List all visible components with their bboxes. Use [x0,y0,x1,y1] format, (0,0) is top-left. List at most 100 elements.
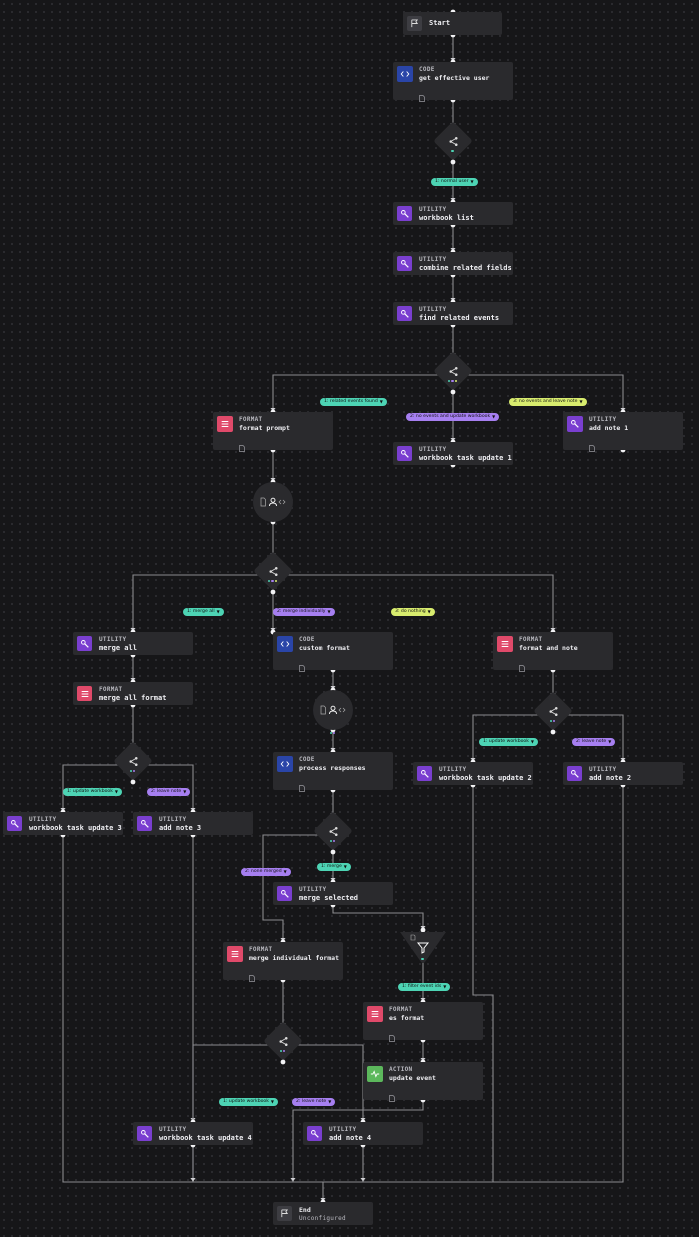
branch-status-dots [421,958,424,961]
branch-text: 1: filter event ids [402,984,442,989]
branch-status-dots [451,150,454,153]
branch-label[interactable]: 1: filter event ids▼ [398,983,451,991]
node-type: UTILITY [159,1126,187,1133]
branch-text: 3: no events and leave note [513,399,578,404]
branch-label[interactable]: 1: update workbook▼ [63,788,122,796]
branch-label[interactable]: 2: none merged▼ [241,868,291,876]
arrow-head [290,1178,296,1182]
wrench-icon [277,886,292,901]
caret-down-icon: ▼ [216,609,220,614]
edge-line [132,574,259,632]
arrow-head [360,1178,366,1182]
edge-line [292,1100,424,1182]
start-node[interactable]: Start [403,12,502,35]
prompt-node[interactable] [313,690,353,730]
branch-text: 3: do nothing [395,609,426,614]
caret-down-icon: ▼ [608,739,612,744]
node-type: UTILITY [29,816,57,823]
branch-label[interactable]: 1: normal user▼ [431,178,478,186]
caret-down-icon: ▼ [379,399,383,404]
code-icon [277,756,293,772]
branch-icon [276,1034,290,1048]
node-name: merge individual format [249,954,340,962]
edge-line [467,374,624,412]
branch-label[interactable]: 1: update workbook▼ [219,1098,278,1106]
caret-down-icon: ▼ [327,609,331,614]
connection-port [280,1059,286,1065]
branch-icon [266,564,280,578]
flag-icon [407,16,422,31]
node-type: UTILITY [299,886,327,893]
branch-label[interactable]: 1: related events found▼ [320,398,387,406]
node-name: merge all [99,644,137,652]
branch-status-dots [329,840,336,843]
filter-node[interactable] [398,930,448,964]
wrench-icon [417,766,432,781]
branch-label[interactable]: 2: leave note▼ [572,738,616,746]
connection-port [450,389,456,395]
wrench-icon [137,1126,152,1141]
branch-label[interactable]: 3: do nothing▼ [391,608,435,616]
node-name: workbook task update 3 [29,824,122,832]
caret-down-icon: ▼ [270,1099,274,1104]
branch-label[interactable]: 2: leave note▼ [147,788,191,796]
document-icon [239,437,245,456]
branch-status-dots [267,580,278,583]
caret-down-icon: ▼ [470,179,474,184]
document-icon [519,657,525,676]
branch-label[interactable]: 2: leave note▼ [292,1098,336,1106]
branch-label[interactable]: 2: merge individually▼ [273,608,335,616]
branch-label[interactable]: 1: update workbook▼ [479,738,538,746]
end-label: End [299,1206,311,1214]
node-name: combine related fields [419,264,512,272]
edge-line [472,714,539,762]
wrench-icon [307,1126,322,1141]
connection-port [420,927,426,933]
user-icon [320,705,346,715]
edge-line [262,834,319,942]
node-name: custom format [299,644,350,652]
node-name: add note 2 [589,774,632,782]
branch-label[interactable]: 2: no events and update workbook▼ [406,413,500,421]
node-name: workbook task update 2 [439,774,532,782]
node-type: FORMAT [249,946,273,953]
wrench-icon [397,446,412,461]
wrench-icon [567,416,583,432]
branch-text: 2: merge individually [277,609,326,614]
prompt-node[interactable] [253,482,293,522]
branch-label[interactable]: 3: no events and leave note▼ [509,398,587,406]
node-type: UTILITY [159,816,187,823]
node-type: FORMAT [99,686,123,693]
caret-down-icon: ▼ [343,864,347,869]
branch-label[interactable]: 1: merge all▼ [183,608,224,616]
branch-text: 1: merge all [187,609,215,614]
node-type: UTILITY [419,446,447,453]
branch-label[interactable]: 1: merge▼ [317,863,351,871]
caret-down-icon: ▼ [579,399,583,404]
branch-text: 1: update workbook [67,789,113,794]
